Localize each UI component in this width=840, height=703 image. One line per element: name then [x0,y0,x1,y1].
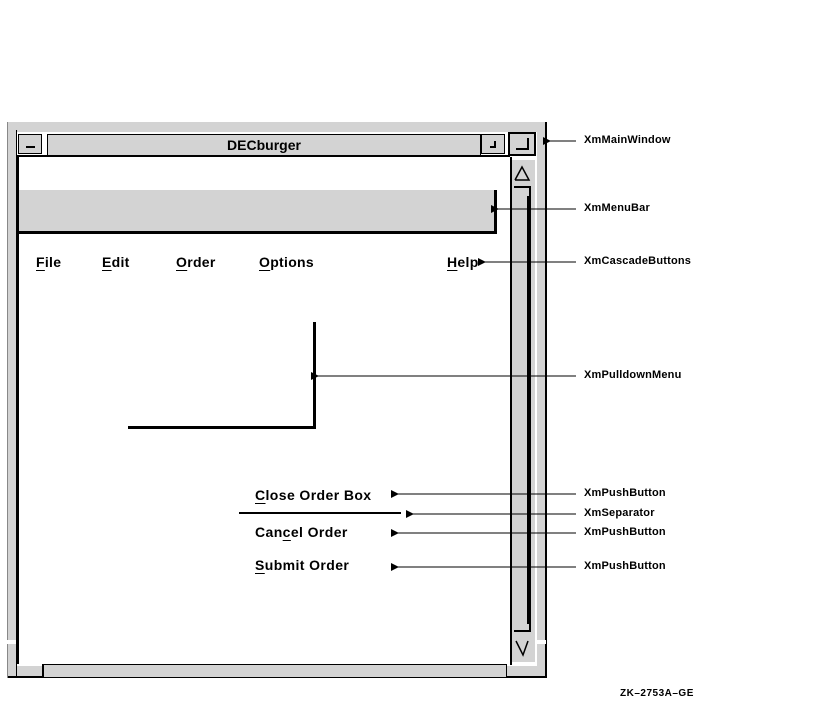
minimize-icon-base [490,146,496,148]
scroll-up-arrow-icon[interactable] [512,163,532,183]
minimize-button[interactable] [481,134,505,154]
scroll-down-arrow-icon[interactable] [512,638,532,658]
figure-code: ZK–2753A–GE [620,688,694,699]
label-menu-bar: XmMenuBar [584,202,650,214]
window-menu-button[interactable] [18,134,42,154]
minimize-icon [494,141,496,147]
maximize-icon [527,138,529,150]
menu-separator [239,512,401,514]
frame-tick-bottom-right [505,664,507,678]
cascade-file[interactable]: File [36,254,62,270]
horizontal-scrollbar[interactable] [44,664,506,677]
label-cascade-buttons: XmCascadeButtons [584,255,692,267]
frame-outline-right [545,122,547,678]
window-frame-left [7,122,16,677]
label-push-button-3: XmPushButton [584,560,666,572]
frame-tick-bottom-left2 [42,664,44,678]
vscroll-slider-line-top [514,186,531,188]
menu-bar [19,190,497,234]
label-push-button-2: XmPushButton [584,526,666,538]
window-menu-icon [26,146,35,148]
vscroll-slider-line [527,196,529,624]
cascade-edit[interactable]: Edit [102,254,130,270]
label-pulldown-menu: XmPulldownMenu [584,369,682,381]
window-title: DECburger [227,137,301,153]
frame-outline-bottom [7,676,547,678]
vscroll-trough[interactable] [514,186,531,632]
cascade-options[interactable]: Options [259,254,314,270]
submit-order-button[interactable]: Submit Order [255,557,350,573]
frame-side-white-notch-right [537,640,546,644]
cancel-order-button[interactable]: Cancel Order [255,524,348,540]
vscroll-left-line [510,157,512,665]
maximize-icon-base [516,148,529,150]
cascade-order[interactable]: Order [176,254,216,270]
cascade-help[interactable]: Help [447,254,479,270]
pulldown-menu-bottom-edge [128,426,316,429]
label-separator: XmSeparator [584,507,655,519]
main-window-client [16,157,513,664]
title-separator [16,155,510,157]
label-push-button-1: XmPushButton [584,487,666,499]
window-frame-right [537,122,546,677]
window-frame [7,122,547,132]
maximize-button[interactable] [508,132,536,156]
frame-corner-tick [16,130,17,156]
frame-outline-left [7,122,8,678]
close-order-box-button[interactable]: Close Order Box [255,487,372,503]
label-main-window: XmMainWindow [584,134,671,146]
frame-side-white-notch [7,640,16,644]
